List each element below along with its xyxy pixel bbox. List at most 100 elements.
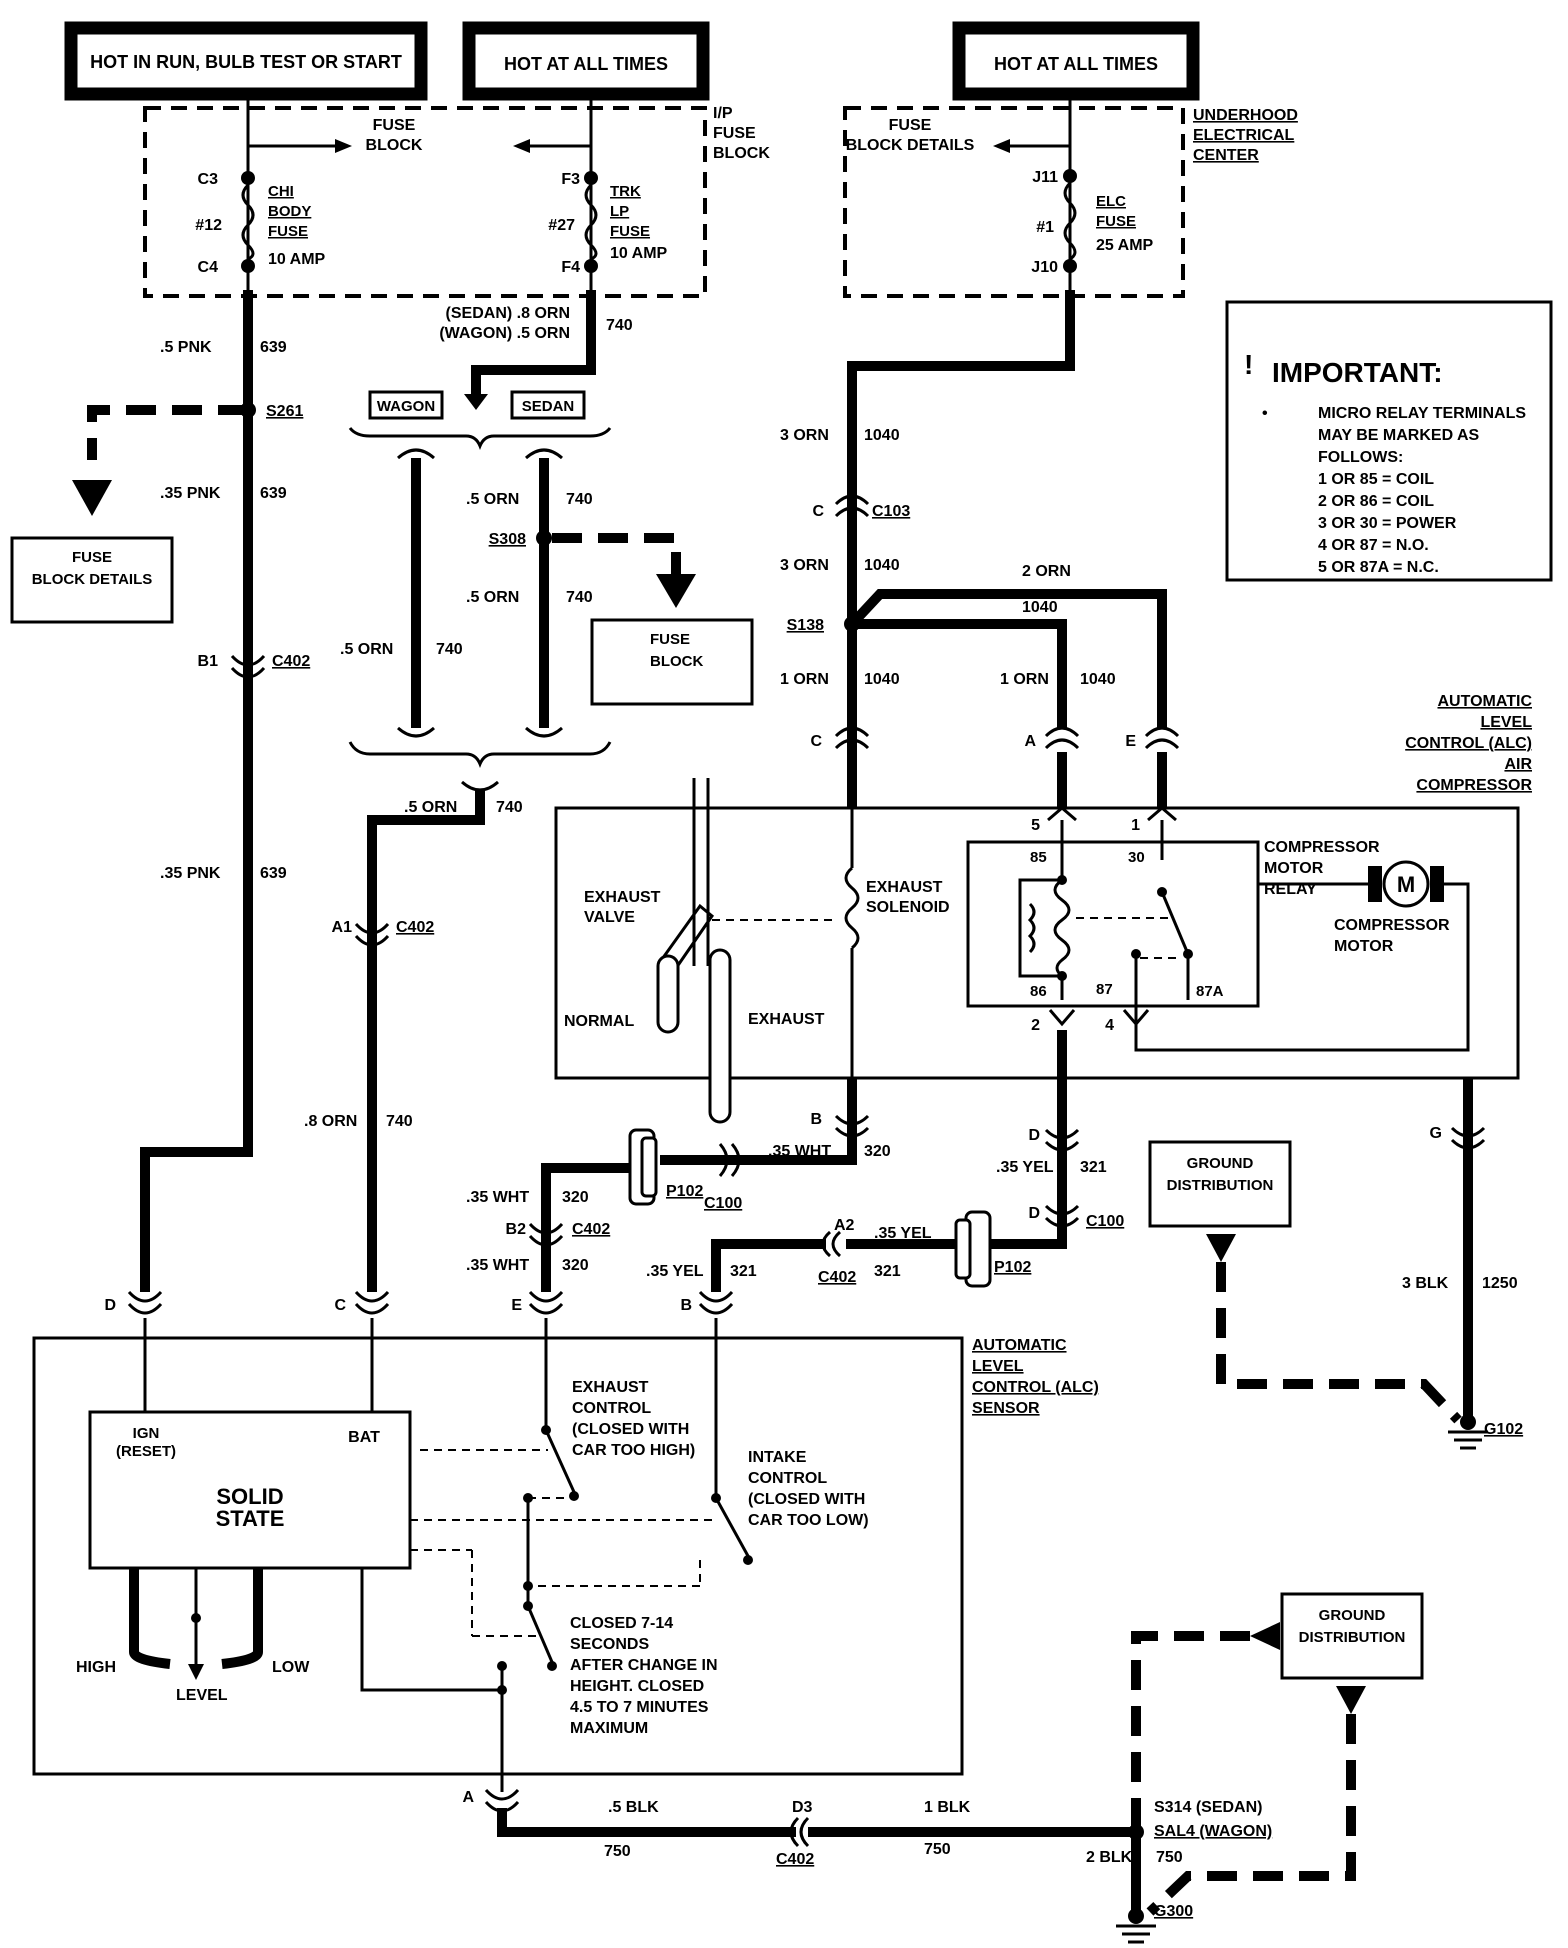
- label-connectors-a1: A1: [332, 919, 353, 936]
- label-connectors-sensor_d: D: [104, 1297, 116, 1314]
- label-connectors-p102_b: P102: [994, 1259, 1031, 1276]
- label-connectors-a2: A2: [834, 1217, 855, 1234]
- wire-321-lower: [711, 1239, 826, 1292]
- label-connectors-sensor_e: E: [511, 1297, 522, 1314]
- brace-top: [348, 427, 612, 451]
- label-wires-w740_left_n: 740: [436, 641, 463, 658]
- label-splices-sal4: SAL4 (WAGON): [1154, 1823, 1272, 1840]
- label-wires-w321_a: .35 YEL: [996, 1159, 1054, 1176]
- brace-bottom: [348, 741, 612, 769]
- label-labels-motor_symbol: M: [1397, 872, 1415, 897]
- label-sedan-box: [510, 390, 586, 420]
- label-wires-w750_a: .5 BLK: [608, 1799, 659, 1816]
- ground-g102: G102: [1484, 1421, 1523, 1438]
- label-splices-s261: S261: [266, 403, 303, 420]
- wire-320-upper: [716, 1078, 857, 1165]
- label-labels-wagon: WAGON: [377, 398, 435, 415]
- label-wires-w740_c: .5 ORN: [404, 799, 457, 816]
- label-connectors-d_pin: D: [1028, 1127, 1040, 1144]
- label-labels-relay_86: 86: [1030, 983, 1047, 1000]
- label-connectors-sensor_b: B: [680, 1297, 692, 1314]
- label-important-lines-6: 4 OR 87 = N.O.: [1318, 537, 1429, 554]
- wire-1040-to-e: [848, 589, 1167, 728]
- fuse-amp-left: 10 AMP: [268, 251, 326, 268]
- label-wires-w1040_b_n: 1040: [864, 557, 900, 574]
- fuse-terminal-j11: J11: [1032, 169, 1058, 186]
- label-important-bullet: •: [1262, 405, 1268, 422]
- connector-c402-a1: [354, 922, 390, 935]
- label-wires-w320_c_n: 320: [562, 1257, 589, 1274]
- label-labels-relay_p1: 1: [1131, 817, 1140, 834]
- ground-distribution-1: [1148, 1140, 1292, 1228]
- label-labels-relay_85: 85: [1030, 849, 1047, 866]
- label-wires-w1040_d_n: 1040: [1080, 671, 1116, 688]
- label-wires-w740_n: 740: [606, 317, 633, 334]
- splice-s308: [536, 530, 552, 546]
- compressor-motor-symbol: [1382, 860, 1430, 908]
- important-exclamation: !: [1244, 349, 1253, 380]
- ground-g300: G300: [1154, 1903, 1193, 1920]
- label-wires-w321_c: .35 YEL: [646, 1263, 704, 1280]
- label-wires-w740_s2: .5 ORN: [466, 589, 519, 606]
- wire-750-upper: [808, 1827, 1141, 1916]
- label-connectors-c402_b1: C402: [272, 653, 310, 670]
- connector-c103: [834, 494, 870, 506]
- label-wires-w1250_n: 1250: [1482, 1275, 1518, 1292]
- label-wires-w320_a: .35 WHT: [768, 1143, 831, 1160]
- label-important-lines-7: 5 OR 87A = N.C.: [1318, 559, 1439, 576]
- fuse-amp-elc: 25 AMP: [1096, 237, 1154, 254]
- label-wires-w740_d: .8 ORN: [304, 1113, 357, 1130]
- wire-740-lower: [367, 790, 485, 1292]
- label-wires-w320_b_n: 320: [562, 1189, 589, 1206]
- label-connectors-b2: B2: [506, 1221, 527, 1238]
- dashed-ground-2-right: [1146, 1714, 1356, 1916]
- label-splices-s138: S138: [787, 617, 824, 634]
- label-connectors-d_pin2: D: [1028, 1205, 1040, 1222]
- wire-750-lower: [497, 1808, 796, 1837]
- dashed-ground-2-left: [1131, 1631, 1250, 1832]
- label-important-lines-5: 3 OR 30 = POWER: [1318, 515, 1457, 532]
- fuse-terminal-c3: C3: [198, 171, 219, 188]
- label-important-lines-2: FOLLOWS:: [1318, 449, 1403, 466]
- label-labels-relay_30: 30: [1128, 849, 1145, 866]
- label-wires-w1040_d: 1 ORN: [1000, 671, 1049, 688]
- dashed-to-fuse-block: [552, 533, 681, 576]
- exhaust-label: EXHAUST: [748, 1011, 825, 1028]
- ip-fuse-block-outline: [143, 106, 707, 298]
- label-connectors-c402_d3: C402: [776, 1851, 814, 1868]
- label-wires-w740_s1: .5 ORN: [466, 491, 519, 508]
- label-headers-hot_all_2: HOT AT ALL TIMES: [994, 54, 1158, 74]
- label-wires-w750_c_n: 750: [1156, 1849, 1183, 1866]
- label-headers-hot_run: HOT IN RUN, BULB TEST OR START: [90, 52, 402, 72]
- label-wires-w740_d_n: 740: [386, 1113, 413, 1130]
- wire-320-lower: [541, 1163, 630, 1292]
- underhood-outline: [843, 106, 1185, 298]
- label-important-lines-0: MICRO RELAY TERMINALS: [1318, 405, 1526, 422]
- label-wires-w321_a_n: 321: [1080, 1159, 1107, 1176]
- normal-label: NORMAL: [564, 1013, 634, 1030]
- label-important-lines-4: 2 OR 86 = COIL: [1318, 493, 1434, 510]
- label-connectors-b_pin: B: [810, 1111, 822, 1128]
- fuse-terminal-f3: F3: [561, 171, 580, 188]
- fuse-block-mid: [590, 618, 754, 706]
- label-wires-w321_b_n: 321: [874, 1263, 901, 1280]
- label-wires-w1040_b: 3 ORN: [780, 557, 829, 574]
- label-wires-w1040_a: 3 ORN: [780, 427, 829, 444]
- label-connectors-a_pin: A: [1024, 733, 1036, 750]
- important-box: [1225, 300, 1553, 582]
- label-connectors-g_pin: G: [1430, 1125, 1442, 1142]
- ign-label: IGN(RESET): [116, 1425, 176, 1460]
- label-wires-w1040_a_n: 1040: [864, 427, 900, 444]
- label-wires-w639c: .35 PNK: [160, 865, 221, 882]
- label-wires-w740_wagon: (WAGON) .5 ORN: [439, 325, 570, 342]
- low-label: LOW: [272, 1659, 310, 1676]
